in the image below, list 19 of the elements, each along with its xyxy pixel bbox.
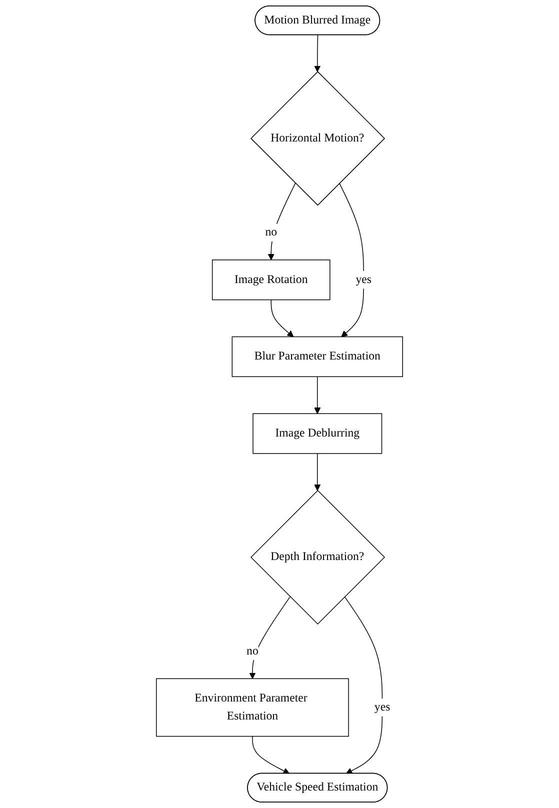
node-box: Image Rotation (212, 260, 330, 300)
arrow (339, 182, 364, 338)
edge-label: no (246, 644, 258, 658)
node-diamond: Depth Information? (250, 490, 386, 624)
arrow (252, 736, 290, 774)
edge-label: yes (356, 273, 372, 286)
arrow (268, 182, 296, 260)
edge-label: yes (374, 700, 390, 714)
arrow (314, 34, 321, 72)
node-box: Image Deblurring (252, 413, 382, 454)
node-diamond: Horizontal Motion? (250, 71, 386, 206)
arrow (314, 376, 321, 414)
node-box: Blur Parameter Estimation (232, 336, 403, 378)
arrow (270, 299, 294, 338)
arrow (249, 596, 290, 679)
arrow (344, 596, 383, 774)
edge-label: no (265, 226, 278, 238)
node-box: Environment Parameter Estimation (156, 678, 349, 737)
arrow (314, 453, 321, 491)
